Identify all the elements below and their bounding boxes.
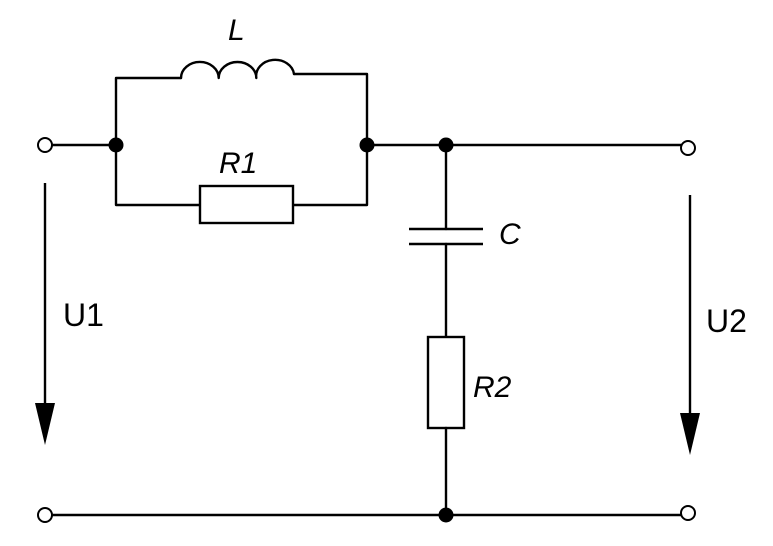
wire-inductor-branch bbox=[114, 72, 369, 147]
label-voltage-U2: U2 bbox=[706, 303, 747, 339]
junction-node-ground bbox=[438, 507, 454, 523]
wire-r1-branch bbox=[114, 143, 369, 207]
voltage-arrow-u2 bbox=[680, 195, 700, 455]
junction-node-a bbox=[108, 137, 124, 153]
junction-node-b bbox=[359, 137, 375, 153]
voltage-arrow-u1 bbox=[35, 183, 55, 445]
label-inductor-L: L bbox=[228, 14, 245, 47]
label-resistor-R2: R2 bbox=[473, 371, 512, 404]
input-terminal-top bbox=[37, 137, 53, 153]
resistor-R2 bbox=[426, 335, 466, 430]
output-terminal-bottom bbox=[680, 505, 696, 521]
input-terminal-bottom bbox=[37, 507, 53, 523]
junction-node-c bbox=[438, 137, 454, 153]
output-terminal-top bbox=[680, 140, 696, 156]
inductor-L bbox=[179, 58, 296, 80]
label-resistor-R1: R1 bbox=[219, 147, 257, 180]
resistor-R1 bbox=[198, 184, 295, 225]
label-voltage-U1: U1 bbox=[63, 297, 104, 333]
label-capacitor-C: C bbox=[499, 218, 521, 251]
